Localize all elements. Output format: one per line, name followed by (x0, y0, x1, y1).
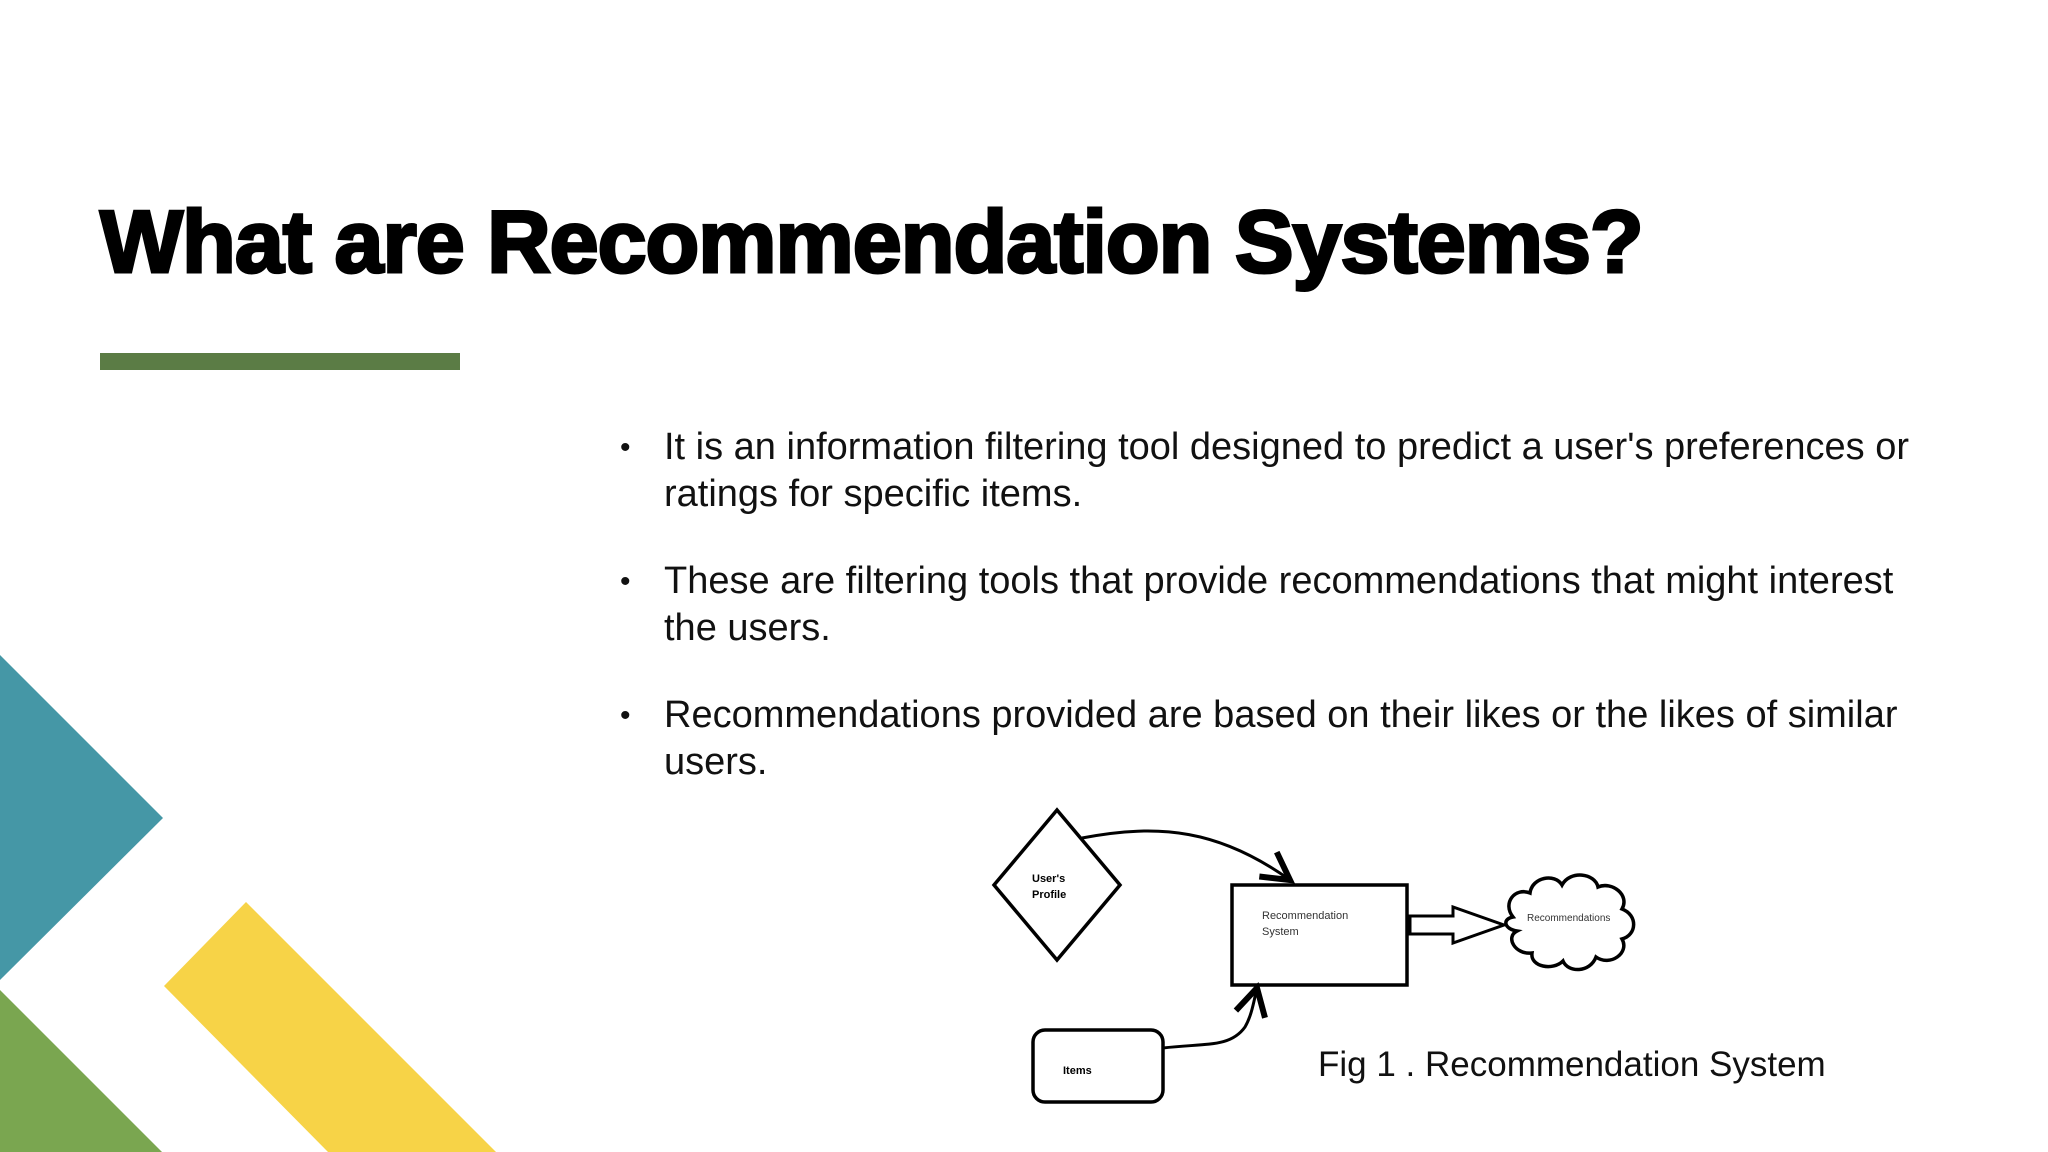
decorative-shapes (0, 655, 496, 1152)
bullet-icon: • (620, 431, 631, 464)
bullet-text: It is an information filtering tool desi… (664, 426, 1910, 515)
title-underline (100, 353, 460, 370)
recommendation-diagram: User's Profile Recommendation System Rec… (991, 807, 1636, 1104)
system-to-recommendations-arrow (1408, 904, 1509, 946)
items-to-system-arrow (1162, 988, 1257, 1050)
user-profile-label: Profile (1032, 889, 1066, 901)
page-title: What are Recommendation Systems? (99, 192, 1646, 291)
list-item: • It is an information filtering tool de… (620, 424, 1920, 518)
recommendations-label: Recommendations (1527, 913, 1610, 924)
bullet-text: These are filtering tools that provide r… (664, 560, 1894, 649)
light-green-triangle (0, 990, 162, 1152)
bullet-text: Recommendations provided are based on th… (664, 694, 1898, 783)
bullet-icon: • (620, 565, 631, 598)
system-label: Recommendation (1262, 910, 1348, 922)
figure-caption: Fig 1 . Recommendation System (1318, 1045, 1826, 1084)
items-box (1031, 1028, 1165, 1104)
user-profile-diamond (991, 807, 1123, 963)
list-item: • These are filtering tools that provide… (620, 558, 1920, 652)
items-label: Items (1063, 1065, 1092, 1077)
profile-to-system-arrow (1081, 829, 1290, 880)
teal-triangle (0, 655, 163, 980)
recommendations-cloud (1504, 873, 1636, 972)
user-profile-label: User's (1032, 873, 1065, 885)
recommendation-system-box (1230, 883, 1409, 987)
list-item: • Recommendations provided are based on … (620, 692, 1920, 786)
yellow-stripe (164, 902, 496, 1152)
system-label: System (1262, 926, 1299, 938)
bullet-icon: • (620, 699, 631, 732)
bullet-list: • It is an information filtering tool de… (620, 424, 1920, 826)
